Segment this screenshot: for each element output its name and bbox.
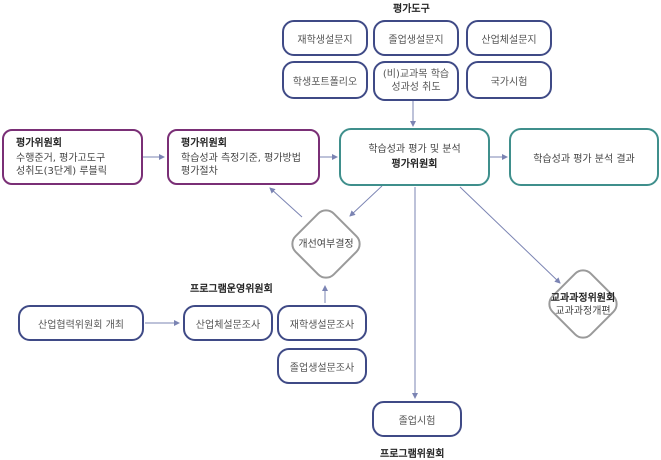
tool-graduate-survey: 졸업생설문지 xyxy=(373,20,459,56)
analysis-box: 학습성과 평가 및 분석 평가위원회 xyxy=(339,128,490,186)
tool-label: (비)교과목 학습 성과성 취도 xyxy=(382,69,450,93)
graduate-survey-label: 졸업생설문조사 xyxy=(289,362,355,374)
graduate-exam-label: 졸업시험 xyxy=(398,415,436,427)
tool-label: 산업체설문지 xyxy=(481,34,537,46)
result-box: 학습성과 평가 분석 결과 xyxy=(509,128,659,186)
curriculum-action: 교과과정개편 xyxy=(555,306,611,317)
industry-survey-label: 산업체설문조사 xyxy=(195,319,261,331)
tool-course-outcomes: (비)교과목 학습 성과성 취도 xyxy=(373,61,459,101)
committee-line: 학습성과 측정기준, 평가방법 xyxy=(181,152,301,164)
committee-title: 평가위원회 xyxy=(16,137,62,149)
decision-label: 개선여부결정 xyxy=(298,239,354,250)
tool-portfolio: 학생포트폴리오 xyxy=(282,61,368,99)
tool-label: 국가시험 xyxy=(490,76,528,88)
student-survey-label: 재학생설문조사 xyxy=(289,319,355,331)
curriculum-committee: 교과과정위원회 xyxy=(550,293,616,304)
industry-meeting-label: 산업협력위원회 개최 xyxy=(38,319,124,331)
committee-line: 성취도(3단계) 루블릭 xyxy=(16,165,107,177)
tool-label: 재학생설문지 xyxy=(297,34,353,46)
tool-student-survey: 재학생설문지 xyxy=(282,20,368,56)
industry-meeting-box: 산업협력위원회 개최 xyxy=(18,305,144,341)
program-committee-label: 프로그램위원회 xyxy=(380,449,445,460)
tool-industry-survey: 산업체설문지 xyxy=(466,20,552,56)
student-survey-box: 재학생설문조사 xyxy=(277,305,367,341)
arrow-analysis-to-decision xyxy=(349,185,383,217)
program-ops-label: 프로그램운영위원회 xyxy=(190,284,273,295)
analysis-title: 학습성과 평가 및 분석 xyxy=(368,144,461,155)
graduate-survey-box: 졸업생설문조사 xyxy=(277,348,367,384)
committee-rubric-box: 평가위원회 수행준거, 평가고도구 성취도(3단계) 루블릭 xyxy=(2,129,143,185)
analysis-committee: 평가위원회 xyxy=(391,159,438,170)
tool-national-exam: 국가시험 xyxy=(466,61,552,99)
tool-label: 졸업생설문지 xyxy=(388,34,444,46)
committee-title: 평가위원회 xyxy=(181,137,227,149)
committee-line: 수행준거, 평가고도구 xyxy=(16,152,106,164)
graduate-exam-box: 졸업시험 xyxy=(372,401,462,437)
industry-survey-box: 산업체설문조사 xyxy=(183,305,273,341)
arrow-analysis-to-curriculum xyxy=(459,186,561,284)
result-label: 학습성과 평가 분석 결과 xyxy=(533,153,635,165)
tools-title: 평가도구 xyxy=(393,4,430,15)
curriculum-label: 교과과정위원회 교과과정개편 xyxy=(543,292,623,318)
committee-line: 평가절차 xyxy=(181,165,218,177)
arrow-decision-to-method xyxy=(269,187,303,218)
tool-label: 학생포트폴리오 xyxy=(292,76,358,88)
committee-method-box: 평가위원회 학습성과 측정기준, 평가방법 평가절차 xyxy=(167,129,320,185)
